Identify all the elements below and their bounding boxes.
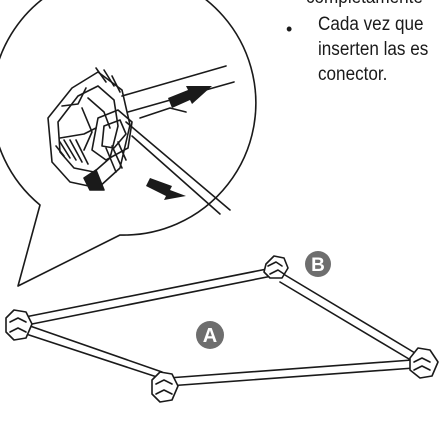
badge-b: B — [305, 251, 331, 277]
connector-b — [263, 255, 289, 279]
arrow-left-icon — [146, 178, 186, 200]
arrow-right-icon — [168, 86, 212, 108]
instruction-line-3: conector. — [318, 64, 388, 85]
instruction-line-1: Cada vez que — [318, 14, 424, 35]
connector-left — [5, 309, 33, 341]
connector-right — [409, 347, 439, 379]
connector-bottom — [151, 371, 179, 403]
badge-a: A — [196, 321, 224, 349]
instruction-text-partial: completamente — [306, 0, 423, 8]
bullet-icon: • — [286, 19, 293, 39]
zoom-callout-outline — [0, 0, 257, 287]
frame-rods — [19, 267, 421, 387]
badge-a-label: A — [203, 325, 217, 347]
instruction-line-2: inserten las es — [318, 39, 429, 60]
badge-b-label: B — [311, 255, 325, 276]
